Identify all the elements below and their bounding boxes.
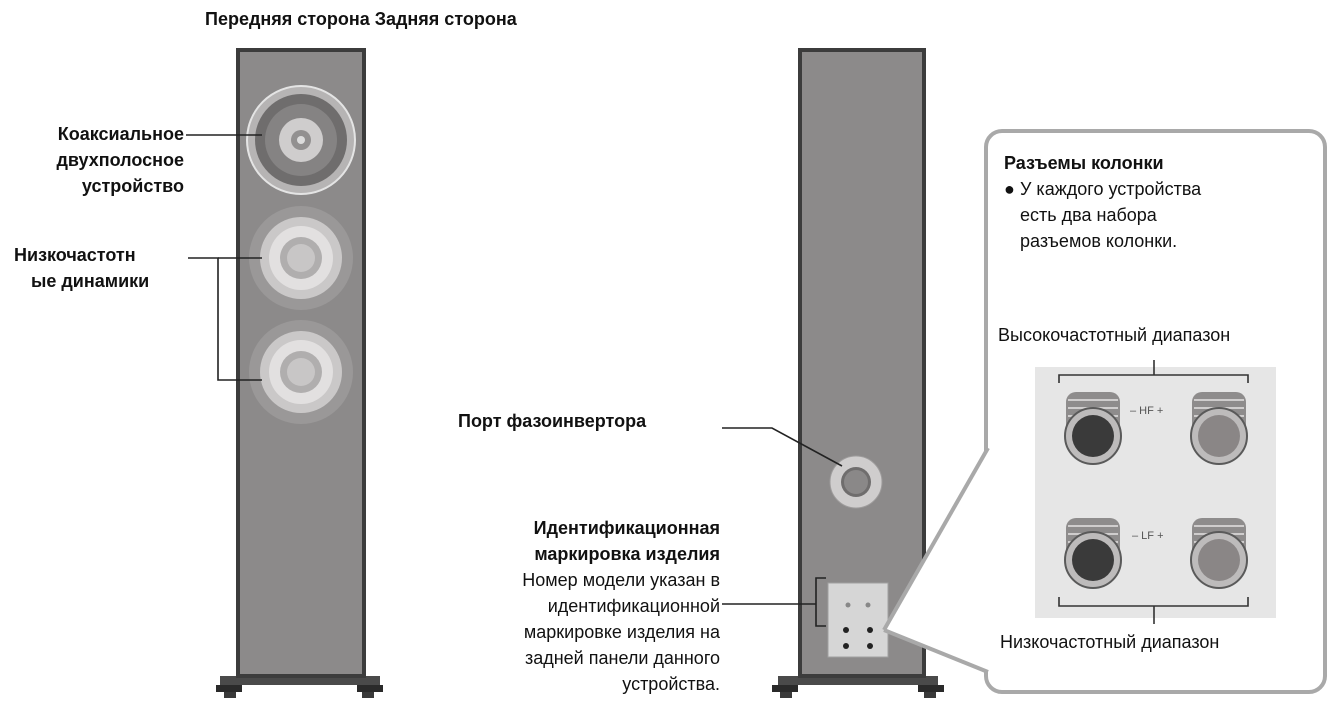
lf-range-label: Низкочастотный диапазон — [1000, 632, 1220, 652]
woofer-upper — [249, 206, 353, 310]
front-speaker — [186, 48, 383, 698]
port-label: Порт фазоинвертора — [458, 411, 647, 431]
rear-terminal-panel — [827, 582, 889, 658]
rear-speaker — [722, 48, 944, 698]
id-label-bracket — [815, 577, 826, 627]
woofer-lower — [249, 320, 353, 424]
hf-plus-terminal — [1190, 392, 1248, 465]
hf-polarity-marks: – HF + — [1130, 405, 1164, 417]
terminal-callout — [882, 129, 1327, 694]
coaxial-label-line-3: устройство — [81, 176, 184, 196]
id-label-text-line-2: идентификационной — [547, 596, 720, 616]
bass-reflex-port — [829, 455, 883, 509]
callout-text-line-1: У каждого устройства — [1020, 179, 1202, 199]
callout-bullet: ● — [1004, 179, 1015, 199]
callout-text-line-2: есть два набора — [1020, 205, 1157, 225]
hf-range-label: Высокочастотный диапазон — [998, 325, 1231, 345]
front-speaker-feet — [216, 676, 383, 698]
coaxial-driver — [246, 85, 356, 195]
woofer-label-line-1: Низкочастотн — [14, 245, 136, 265]
port-leader-line — [722, 427, 843, 467]
hf-minus-terminal — [1064, 392, 1122, 465]
lf-plus-terminal — [1190, 518, 1248, 589]
callout-text-line-3: разъемов колонки. — [1020, 231, 1178, 251]
coaxial-label-line-1: Коаксиальное — [57, 124, 184, 144]
lf-polarity-marks: – LF + — [1132, 530, 1164, 542]
id-label-text-line-3: маркировке изделия на — [523, 622, 720, 642]
id-label-text-line-5: устройства. — [622, 674, 720, 694]
id-label-text-line-4: задней панели данного — [524, 648, 720, 668]
id-label-title-line-1: Идентификационная — [533, 518, 720, 538]
callout-pointer — [884, 448, 990, 672]
callout-title: Разъемы колонки — [1004, 153, 1164, 173]
id-label-title-line-2: маркировка изделия — [534, 544, 720, 564]
page-title: Передняя сторона Задняя сторона — [205, 9, 517, 29]
woofer-label-line-2: ые динамики — [31, 271, 150, 291]
rear-cabinet — [798, 48, 926, 678]
lf-minus-terminal — [1064, 518, 1122, 589]
woofer-leader-line — [188, 257, 262, 381]
rear-speaker-feet — [772, 676, 944, 698]
coaxial-label-line-2: двухполосное — [56, 150, 184, 170]
id-label-text-line-1: Номер модели указан в — [522, 570, 720, 590]
